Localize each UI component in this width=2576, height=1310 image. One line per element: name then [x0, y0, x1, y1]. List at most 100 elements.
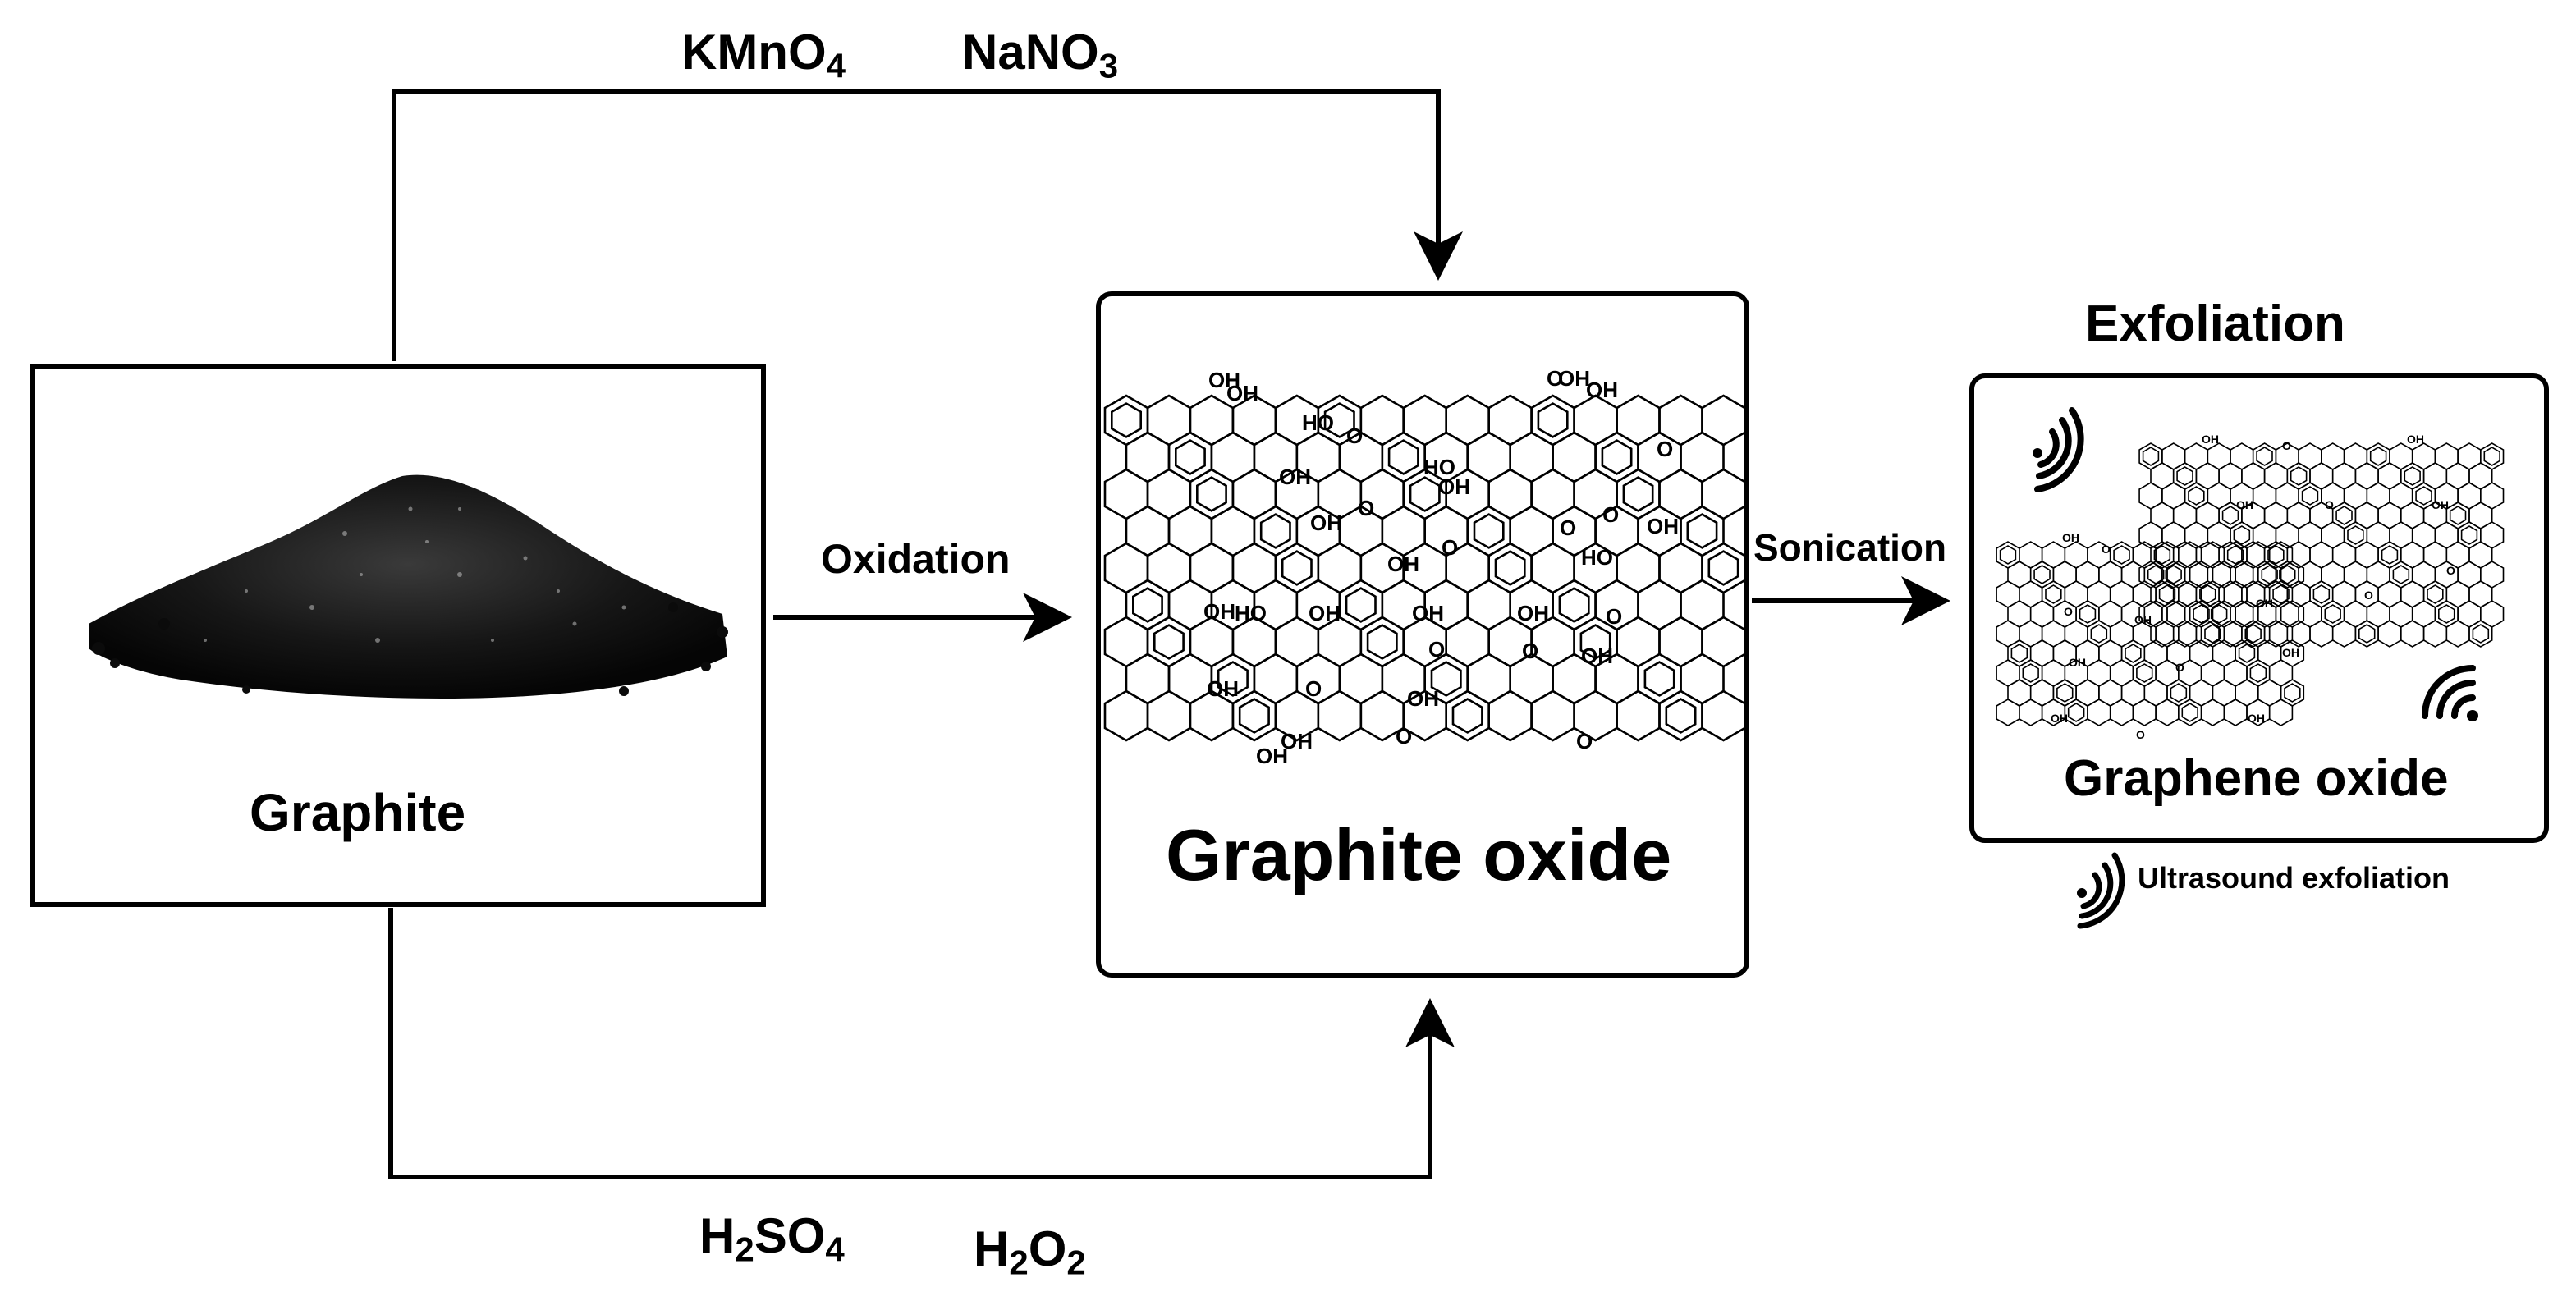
graphite-oxide-box — [1096, 291, 1749, 978]
reagent-kmno4-base: KMnO — [681, 25, 827, 80]
functional-group-label: OH — [1281, 729, 1313, 753]
graphene-oxide-lower-double-bond — [2193, 604, 2210, 624]
graphene-oxide-upper-double-bond — [2279, 565, 2296, 584]
reagent-kmno4: KMnO4 — [681, 28, 846, 84]
sonication-label: Sonication — [1753, 526, 1947, 569]
functional-group-label: OH — [1438, 474, 1470, 499]
reagent-h2so4-part1: H — [699, 1208, 736, 1263]
functional-group-label: OH — [1586, 378, 1618, 402]
graphene-oxide-upper-double-bond — [2312, 584, 2331, 604]
functional-group-label: O — [1346, 424, 1363, 448]
graphene-oxide-upper-double-bond — [2427, 584, 2444, 604]
graphite-oxide-double-bond — [1558, 587, 1590, 623]
functional-group-label: O — [1560, 515, 1576, 540]
graphene-oxide-label: Graphene oxide — [2064, 750, 2449, 807]
exfoliation-label: Exfoliation — [2085, 295, 2345, 352]
functional-group-label: OH — [2202, 433, 2219, 446]
graphite-oxide-double-bond — [1451, 698, 1483, 734]
graphene-oxide-upper-double-bond — [2381, 545, 2399, 565]
graphene-oxide-lower-double-bond — [1999, 545, 2017, 565]
graphene-oxide-lower-double-bond — [2056, 683, 2074, 703]
graphene-oxide-lower-double-bond — [2249, 663, 2267, 683]
graphene-oxide-lower-double-bond — [2147, 565, 2165, 584]
graphite-oxide-double-bond — [1494, 550, 1526, 586]
functional-group-label: OH — [1226, 381, 1258, 405]
graphite-oxide-ring — [1701, 689, 1746, 742]
functional-group-label: O — [1442, 535, 1458, 560]
graphene-oxide-upper-double-bond — [2233, 525, 2251, 545]
reagent-nano3-sub: 3 — [1098, 46, 1119, 85]
graphite-oxide-double-bond — [1366, 624, 1398, 660]
functional-group-label: OH — [2062, 531, 2079, 544]
ultrasound-legend-label: Ultrasound exfoliation — [2138, 861, 2450, 895]
graphite-oxide-double-bond — [1622, 476, 1654, 512]
graphene-oxide-lower-double-bond — [2113, 545, 2130, 565]
graphite-oxide-double-bond — [1537, 402, 1569, 438]
graphene-oxide-upper-double-bond — [2438, 604, 2455, 624]
graphite-oxide-double-bond — [1153, 624, 1185, 660]
functional-group-label: OH — [1310, 511, 1342, 535]
graphene-oxide-upper-double-bond — [2415, 486, 2432, 506]
functional-group-label: O — [2136, 728, 2145, 741]
functional-group-label: O — [1657, 437, 1673, 461]
graphene-oxide-upper-double-bond — [2176, 466, 2193, 486]
graphene-oxide-upper-double-bond — [2244, 624, 2262, 644]
reagent-h2o2-part1: H — [974, 1221, 1010, 1276]
graphite-powder-image — [89, 474, 728, 699]
graphite-oxide-double-bond — [1217, 661, 1249, 697]
graphene-oxide-lower-double-bond — [2067, 703, 2085, 722]
graphene-oxide-lower-double-bond — [2079, 604, 2097, 624]
graphite-oxide-double-bond — [1665, 698, 1697, 734]
reagent-h2o2-sub2: 2 — [1066, 1243, 1086, 1282]
graphene-oxide-upper-double-bond — [2221, 506, 2239, 525]
graphene-oxide-lower-double-bond — [2261, 565, 2278, 584]
graphene-oxide-lower-double-bond — [2010, 644, 2028, 663]
functional-group-label: O — [2102, 543, 2111, 556]
ultrasound-legend-icon — [2077, 852, 2125, 929]
functional-group-label: OH — [1203, 599, 1235, 624]
functional-group-label: O — [1305, 676, 1322, 701]
graphite-oxide-double-bond — [1132, 587, 1163, 623]
functional-group-label: OH — [1647, 514, 1679, 538]
graphene-oxide-lower-double-bond — [2125, 644, 2142, 663]
graphene-oxide-lower-double-bond — [2033, 565, 2051, 584]
functional-group-label: OH — [1412, 601, 1444, 625]
functional-group-label: O — [2282, 439, 2291, 452]
graphene-oxide-upper-double-bond — [2460, 525, 2478, 545]
top-reagent-path — [392, 89, 1463, 361]
graphite-oxide-label: Graphite oxide — [1166, 814, 1672, 895]
graphite-oxide-double-bond — [1345, 587, 1377, 623]
graphene-oxide-upper-double-bond — [2392, 565, 2410, 584]
graphite-oxide-double-bond — [1196, 476, 1227, 512]
functional-group-label: O — [2064, 605, 2073, 618]
graphite-oxide-double-bond — [1387, 439, 1419, 475]
graphite-oxide-double-bond — [1323, 402, 1355, 438]
functional-group-label: OH — [1558, 366, 1590, 391]
functional-group-label: OH — [1207, 676, 1239, 701]
functional-group-label: O — [2364, 589, 2373, 602]
graphite-oxide-double-bond — [1175, 439, 1206, 475]
reagent-h2so4-sub2: 4 — [825, 1230, 845, 1269]
functional-group-label: OH — [2069, 656, 2086, 669]
reagent-h2o2: H2O2 — [974, 1225, 1086, 1280]
graphene-oxide-upper-double-bond — [2472, 624, 2490, 644]
graphene-oxide-upper-double-bond — [2404, 466, 2421, 486]
graphene-oxide-lower-double-bond — [2136, 663, 2153, 683]
functional-group-label: OH — [1256, 744, 1288, 768]
functional-group-label: HO — [1423, 455, 1455, 479]
graphene-oxide-upper-double-bond — [2210, 604, 2228, 624]
graphite-oxide-double-bond — [1409, 476, 1441, 512]
graphite-oxide-double-bond — [1259, 513, 1291, 549]
functional-group-label: OH — [2256, 597, 2273, 610]
functional-group-label: O — [2446, 564, 2455, 577]
graphene-oxide-lower-double-bond — [2022, 663, 2039, 683]
graphene-oxide-upper-double-bond — [2324, 604, 2341, 624]
reagent-h2o2-sub1: 2 — [1009, 1243, 1029, 1282]
graphite-oxide-double-bond — [1473, 513, 1505, 549]
graphene-oxide-upper-double-bond — [2165, 565, 2182, 584]
graphene-oxide-lower-double-bond — [2204, 624, 2221, 644]
graphene-oxide-upper-double-bond — [2335, 506, 2353, 525]
graphite-oxide-double-bond — [1643, 661, 1675, 697]
graphite-label: Graphite — [250, 783, 466, 842]
